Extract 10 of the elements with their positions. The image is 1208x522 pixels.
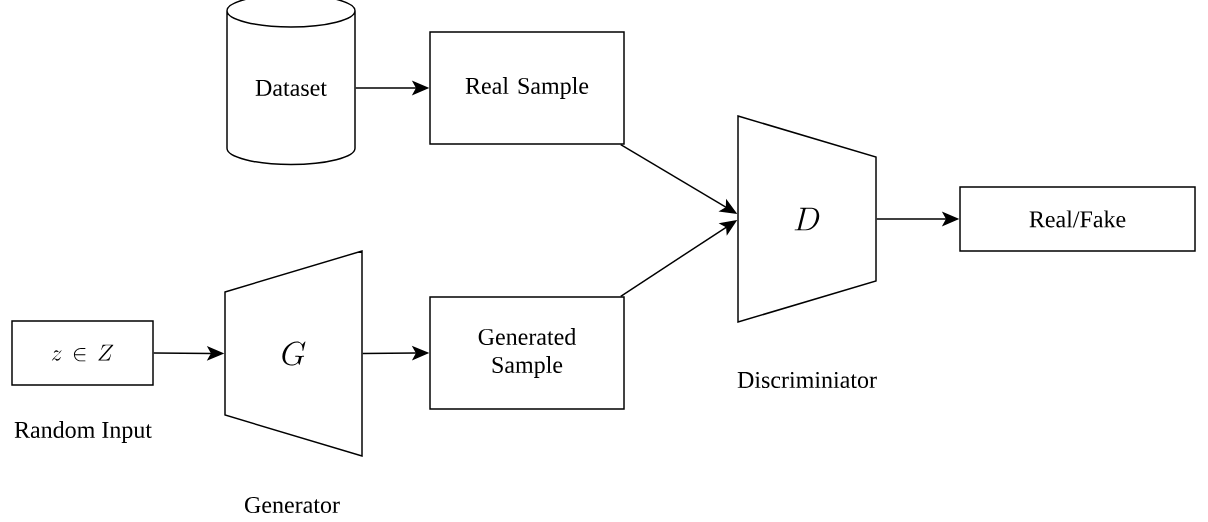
generator-trapezoid: $G$: [224, 250, 363, 457]
process-box: Real Sample: [429, 31, 625, 145]
node-caption: Generator: [245, 496, 340, 514]
input-box: $z \in Z$: [11, 320, 154, 386]
node-caption: Discriminiator: [737, 371, 877, 389]
output-box: Real/Fake: [959, 186, 1196, 252]
discriminator-trapezoid: $D$: [737, 115, 877, 323]
node-caption: Random Input: [14, 421, 152, 443]
database-cylinder: Dataset: [226, 0, 356, 166]
process-box: Generated Sample: [429, 296, 625, 410]
